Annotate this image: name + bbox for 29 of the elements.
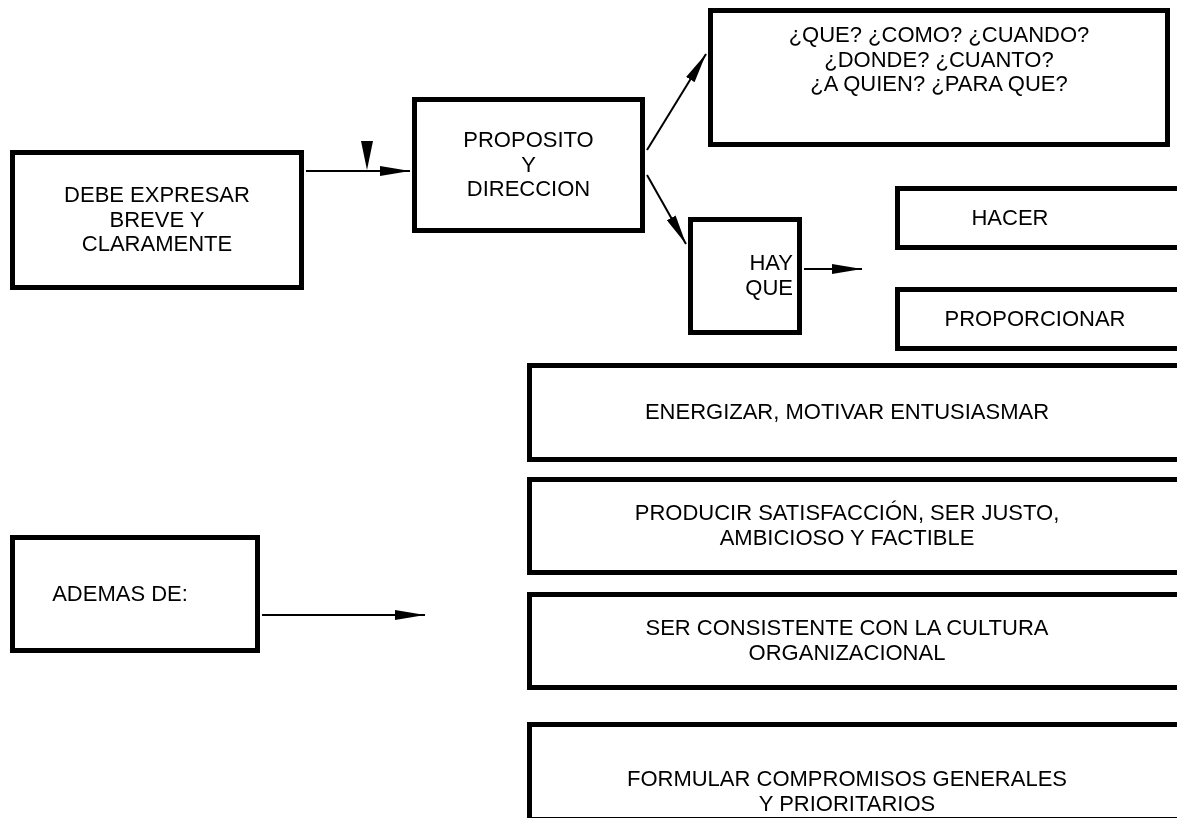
- box-label: PROPOSITO Y DIRECCION: [462, 128, 595, 202]
- text-box: [708, 8, 1170, 147]
- text-box: [688, 217, 802, 335]
- arrow: [646, 174, 687, 245]
- box-label: FORMULAR COMPROMISOS GENERALES Y PRIORITARIOS: [625, 767, 1069, 817]
- box-label: PROPORCIONAR: [944, 306, 1126, 332]
- arrow: [646, 53, 707, 151]
- text-box: [527, 363, 1177, 462]
- arrow: [803, 264, 863, 274]
- text-box: [895, 287, 1177, 351]
- box-label: HAY QUE: [744, 251, 793, 301]
- text-box: [527, 477, 1177, 575]
- text-box: [895, 186, 1177, 250]
- text-box: [10, 535, 260, 653]
- box-label: ADEMAS DE:: [52, 581, 188, 607]
- text-box: [527, 722, 1177, 818]
- arrow: [305, 166, 411, 176]
- box-label: HACER: [971, 205, 1049, 231]
- box-label: ¿QUE? ¿COMO? ¿CUANDO?: [788, 23, 1090, 48]
- box-label: DEBE EXPRESAR BREVE Y CLARAMENTE: [63, 183, 251, 257]
- box-label: ENERGIZAR, MOTIVAR ENTUSIASMAR: [644, 400, 1050, 425]
- arrow: [261, 610, 426, 620]
- text-box: [10, 150, 304, 290]
- text-box: [412, 97, 645, 233]
- text-box: [527, 592, 1177, 690]
- box-label: SER CONSISTENTE CON LA CULTURA ORGANIZACIONAL: [644, 616, 1050, 666]
- box-label: ¿DONDE? ¿CUANTO?: [824, 47, 1054, 73]
- box-label: ¿A QUIEN? ¿PARA QUE?: [810, 72, 1068, 97]
- box-label: PRODUCIR SATISFACCIÓN, SER JUSTO, AMBICIOSO Y FACTIBLE: [633, 501, 1061, 551]
